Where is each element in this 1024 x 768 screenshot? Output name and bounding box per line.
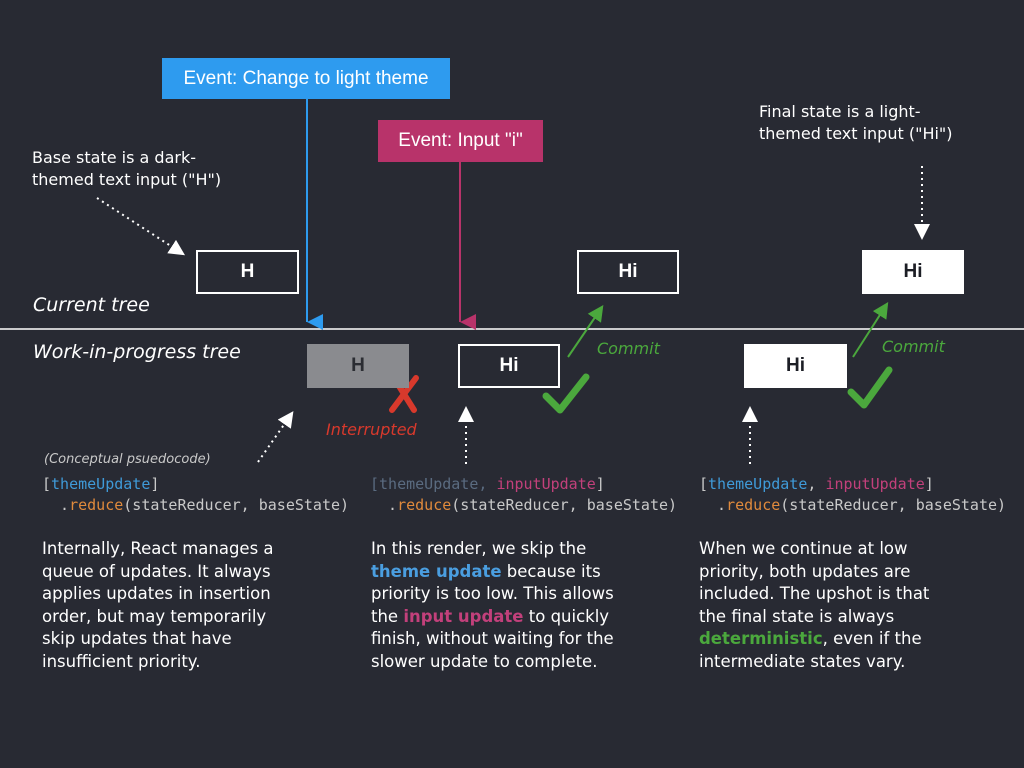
wip-tree-label: Work-in-progress tree bbox=[33, 341, 241, 363]
interrupted-wip-box: H bbox=[307, 344, 409, 388]
base-state-note: Base state is a dark- themed text input … bbox=[32, 148, 222, 189]
final-state-box: Hi bbox=[862, 250, 964, 294]
checkmark-icon-1 bbox=[542, 373, 590, 414]
code-block-1: [themeUpdate] .reduce(stateReducer, base… bbox=[42, 475, 350, 514]
checkmark-icon-2 bbox=[847, 366, 893, 409]
current-hi-box: Hi bbox=[577, 250, 679, 294]
commit-arrow-1 bbox=[567, 305, 604, 358]
wip-hi-box: Hi bbox=[458, 344, 560, 388]
commit-label-2: Commit bbox=[882, 337, 945, 356]
interrupted-label: Interrupted bbox=[326, 420, 417, 439]
theme-update-highlight: theme update bbox=[371, 561, 502, 581]
input-event-label: Event: Input "i" bbox=[378, 120, 543, 162]
final-state-note: Final state is a light- themed text inpu… bbox=[759, 102, 953, 143]
code-block-3: [themeUpdate, inputUpdate] .reduce(state… bbox=[699, 475, 1007, 514]
base-state-box: H bbox=[196, 250, 299, 294]
base-note-pointer bbox=[96, 197, 186, 256]
code-block-2: [themeUpdate, inputUpdate] .reduce(state… bbox=[370, 475, 678, 514]
explanation-paragraph-2: In this render, we skip the theme update… bbox=[371, 539, 614, 671]
commit-label-1: Commit bbox=[597, 339, 660, 358]
explanation-paragraph-3: When we continue at low priority, both u… bbox=[699, 539, 930, 671]
wip-hi-final-box: Hi bbox=[744, 344, 847, 388]
theme-event-label: Event: Change to light theme bbox=[162, 58, 450, 99]
commit-arrow-2 bbox=[852, 301, 889, 358]
current-tree-label: Current tree bbox=[33, 294, 150, 316]
explanation-paragraph-1: Internally, React manages a queue of upd… bbox=[42, 539, 274, 671]
code1-pointer bbox=[257, 411, 294, 463]
pseudocode-caption: (Conceptual psuedocode) bbox=[44, 452, 211, 467]
deterministic-highlight: deterministic bbox=[699, 629, 823, 649]
input-update-highlight: input update bbox=[403, 606, 524, 626]
